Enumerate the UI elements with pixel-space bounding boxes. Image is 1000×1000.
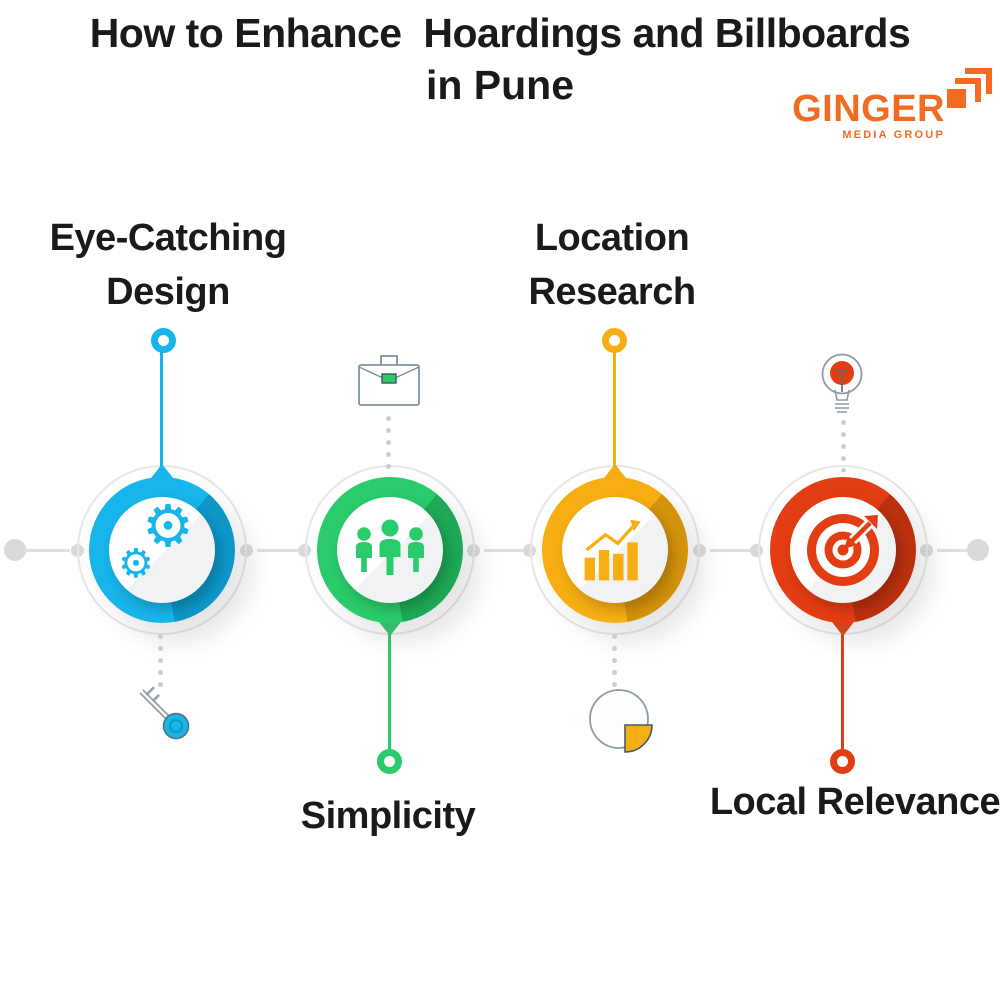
growth-bar-chart-icon xyxy=(584,519,641,581)
step-2-connector-line xyxy=(388,634,391,750)
step-1-connector-line xyxy=(160,352,163,468)
timeline-segment xyxy=(484,549,524,552)
step-3-connector-line xyxy=(613,352,616,468)
step-2-connector-ring xyxy=(377,749,402,774)
step-3-label: Location Research xyxy=(528,217,696,313)
logo-brand-text: GINGER xyxy=(792,88,945,130)
step-4-connector-ring xyxy=(830,749,855,774)
people-group-icon xyxy=(356,519,424,575)
step-4-inner-circle xyxy=(790,497,896,603)
timeline-segment xyxy=(24,549,70,552)
pie-chart-icon xyxy=(589,689,653,753)
timeline-end-dot-right xyxy=(967,539,989,561)
step-3-inner-circle xyxy=(562,497,668,603)
step-4-label: Local Relevance xyxy=(709,781,1000,823)
title-line-2: in Pune xyxy=(425,62,575,108)
step-2-label: Simplicity xyxy=(300,795,476,837)
timeline-segment xyxy=(257,549,299,552)
logo-stacked-frames-icon xyxy=(947,68,992,108)
step-1-inner-circle: ⚙ ⚙ xyxy=(109,497,215,603)
timeline-segment xyxy=(937,549,969,552)
timeline-segment xyxy=(710,549,751,552)
step-1-label: Eye-Catching Design xyxy=(49,217,287,313)
step-2-inner-circle xyxy=(337,497,443,603)
briefcase-icon xyxy=(358,355,420,406)
logo: GINGER MEDIA GROUP xyxy=(792,90,945,141)
step-2-dotted-line xyxy=(386,416,391,472)
step-4-connector-line xyxy=(841,634,844,750)
step-3-connector-ring xyxy=(602,328,627,353)
step-1-connector-ring xyxy=(151,328,176,353)
logo-tagline-text: MEDIA GROUP xyxy=(842,129,945,141)
light-bulb-icon xyxy=(821,353,863,413)
step-3-dotted-line xyxy=(612,634,617,692)
step-1-node: ⚙ ⚙ xyxy=(89,477,235,623)
timeline-end-dot-left xyxy=(4,539,26,561)
title-line-1: How to Enhance Hoardings and Billboards xyxy=(89,10,911,56)
target-dart-icon xyxy=(807,514,879,586)
step-4-node xyxy=(770,477,916,623)
gear-large-icon: ⚙ xyxy=(142,492,194,560)
gear-small-icon: ⚙ xyxy=(118,541,154,587)
gears-icon: ⚙ ⚙ xyxy=(109,497,215,603)
step-1-dotted-line xyxy=(158,634,163,692)
key-icon xyxy=(139,686,190,740)
step-3-node xyxy=(542,477,688,623)
step-4-dotted-line xyxy=(841,420,846,472)
step-2-node xyxy=(317,477,463,623)
